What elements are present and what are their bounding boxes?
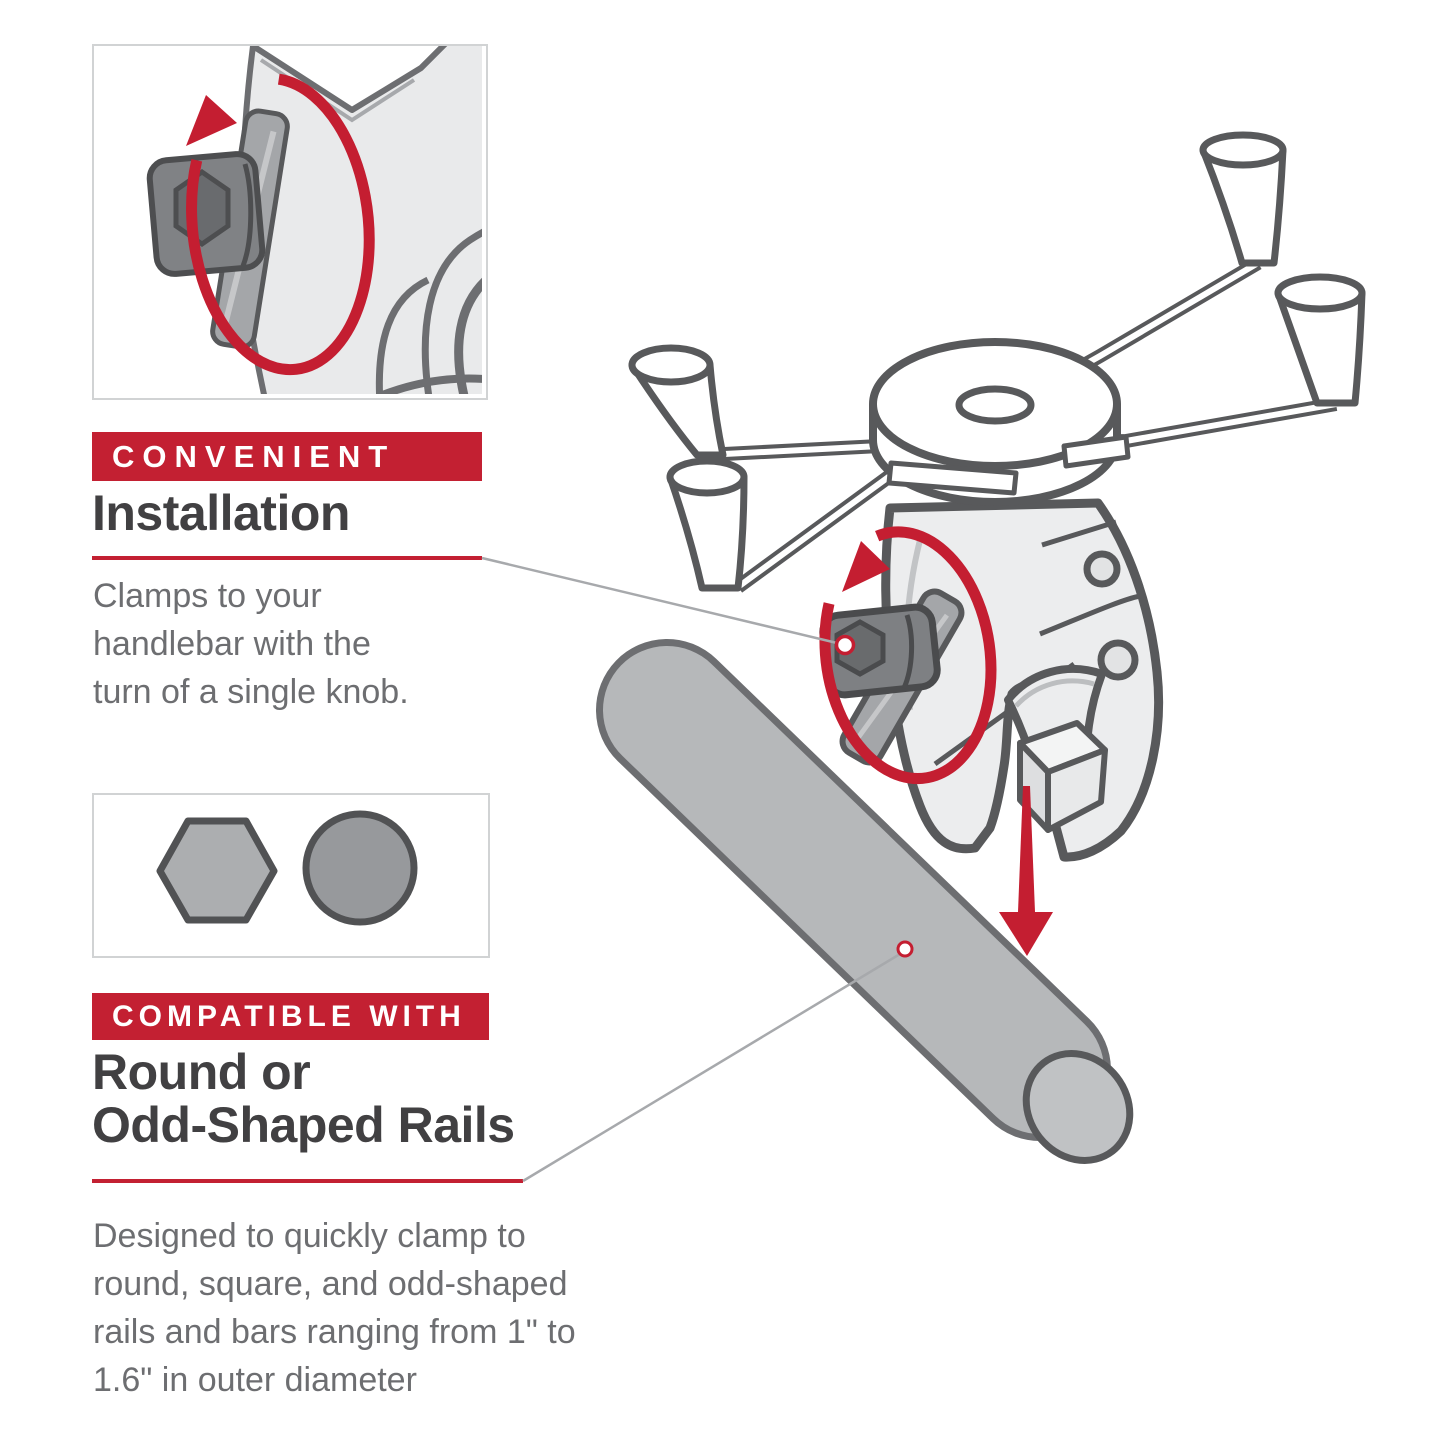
leader-lines xyxy=(481,556,914,1183)
eyebrow-banner-compatible-with: COMPATIBLE WITH xyxy=(92,993,489,1040)
x-grip-spider-rods xyxy=(704,256,1338,593)
clamp-knob xyxy=(819,588,965,766)
knob-closeup-inset-box xyxy=(92,44,488,400)
clamp-body xyxy=(881,498,1164,862)
eyebrow-banner-convenient: CONVENIENT xyxy=(92,432,482,481)
rotation-arrow-icon-main xyxy=(819,526,997,785)
compatibility-body: Designed to quickly clamp to round, squa… xyxy=(93,1217,576,1399)
down-arrow-icon xyxy=(999,786,1053,956)
rail-graphic xyxy=(596,639,1134,1164)
installation-body: Clamps to your handlebar with the turn o… xyxy=(93,577,409,711)
installation-title: Installation xyxy=(92,485,350,541)
rail-profiles-box xyxy=(92,793,490,958)
knob-marker-ring xyxy=(834,634,856,656)
x-grip-spider-feet xyxy=(628,131,1366,592)
rail-marker-ring xyxy=(896,940,914,958)
x-grip-hub xyxy=(869,338,1131,506)
compatibility-rule xyxy=(92,1179,523,1183)
compatibility-title: Round or Odd-Shaped Rails xyxy=(92,1044,515,1153)
installation-rule xyxy=(92,556,482,560)
